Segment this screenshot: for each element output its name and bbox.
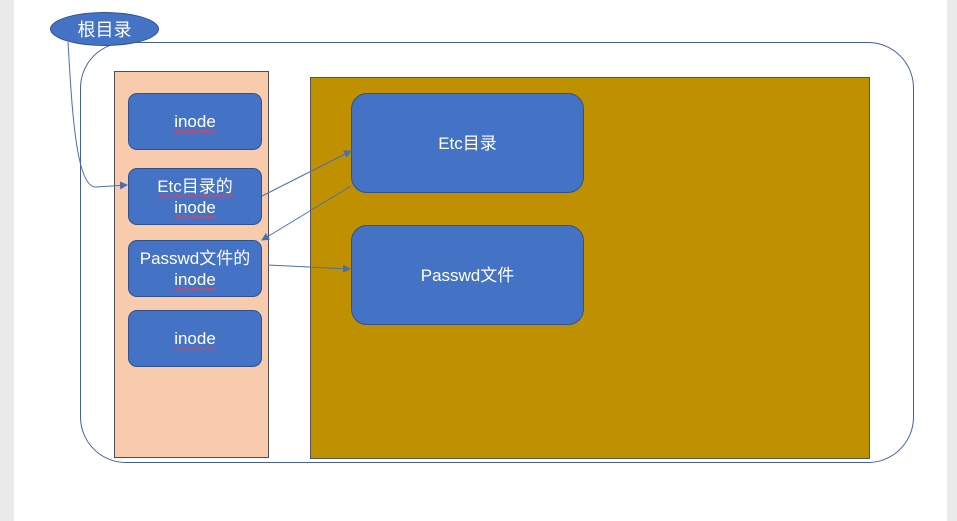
filesystem-frame	[80, 42, 914, 463]
data-block-passwd-file: Passwd文件	[351, 225, 584, 325]
inode-node-passwd-line-1: Passwd文件的	[139, 248, 251, 268]
inode-node-etc-line-1: Etc目录的	[157, 176, 233, 196]
inode-node-4: inode	[128, 310, 262, 367]
inode-node-1: inode	[128, 93, 262, 150]
data-block-etc-dir-label: Etc目录	[438, 133, 497, 153]
inode-node-etc: Etc目录的 inode	[128, 168, 262, 225]
inode-node-etc-line-2: inode	[174, 197, 216, 217]
inode-node-passwd: Passwd文件的 inode	[128, 240, 262, 297]
data-block-passwd-file-label: Passwd文件	[420, 265, 515, 285]
inode-node-4-line-1: inode	[174, 329, 216, 348]
root-directory-label: 根目录	[77, 20, 132, 40]
inode-node-1-line-1: inode	[174, 112, 216, 131]
root-directory-ellipse: 根目录	[50, 12, 159, 46]
inode-node-passwd-line-2: inode	[174, 269, 216, 289]
data-block-etc-dir: Etc目录	[351, 93, 584, 193]
